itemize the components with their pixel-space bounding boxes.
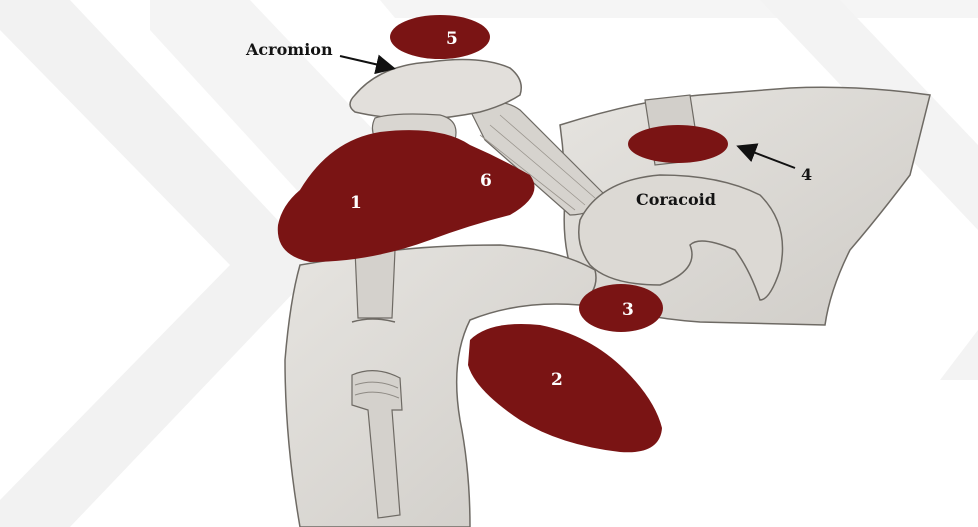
region-1-label: 1 [350, 193, 362, 213]
region-6-label: 6 [480, 171, 492, 191]
region-3-label: 3 [622, 300, 634, 320]
biceps-tendon-upper [355, 250, 395, 318]
region-4 [628, 125, 728, 163]
region-2-label: 2 [551, 370, 563, 390]
region-5-label: 5 [446, 29, 458, 49]
region-4-label: 4 [801, 165, 812, 184]
coracoid-label: Coracoid [636, 190, 716, 209]
region-5 [390, 15, 490, 59]
acromion-label: Acromion [245, 40, 333, 59]
acromion-arrow [340, 56, 392, 68]
region-2 [468, 324, 662, 452]
region-3 [579, 284, 663, 332]
